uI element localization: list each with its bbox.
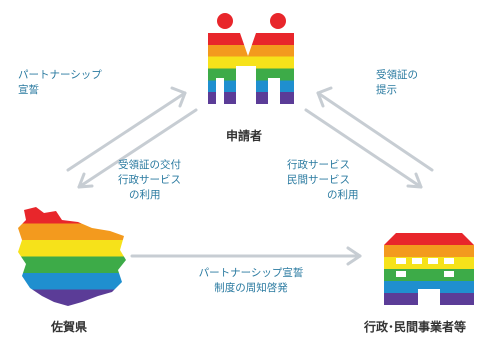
applicant-icon (208, 13, 294, 104)
label-line: 民間サービス (287, 174, 350, 186)
label-partnership-declaration: パートナーシップ 宣誓 (18, 68, 102, 98)
label-line: の利用 (327, 189, 359, 201)
arrow-present-certificate (316, 86, 434, 172)
arrow-awareness (130, 246, 362, 266)
label-line: の利用 (129, 189, 161, 201)
label-line: 行政サービス (118, 174, 181, 186)
arrow-issue-certificate (77, 108, 198, 189)
saga-prefecture-label: 佐賀県 (51, 320, 88, 334)
business-label: 行政･民間事業者等 (364, 320, 467, 334)
label-line: 制度の周知啓発 (214, 282, 288, 294)
arrow-declaration (66, 86, 187, 172)
label-line: 提示 (376, 84, 397, 96)
label-line: 受領証の (376, 69, 418, 81)
label-line: パートナーシップ (18, 69, 102, 81)
arrow-use-services (304, 108, 423, 189)
saga-prefecture-icon (18, 207, 126, 306)
label-awareness: パートナーシップ宣誓 制度の周知啓発 (166, 266, 336, 296)
label-line: 宣誓 (18, 84, 39, 96)
applicant-label: 申請者 (226, 129, 263, 143)
label-line: 受領証の交付 (118, 159, 181, 171)
label-line: パートナーシップ宣誓 (198, 267, 304, 279)
label-issue-certificate: 受領証の交付 行政サービス の利用 (118, 158, 181, 203)
label-present-certificate: 受領証の 提示 (376, 68, 418, 98)
business-building-icon (384, 233, 474, 305)
label-line: 行政サービス (287, 159, 350, 171)
label-use-services: 行政サービス 民間サービス の利用 (287, 158, 359, 203)
